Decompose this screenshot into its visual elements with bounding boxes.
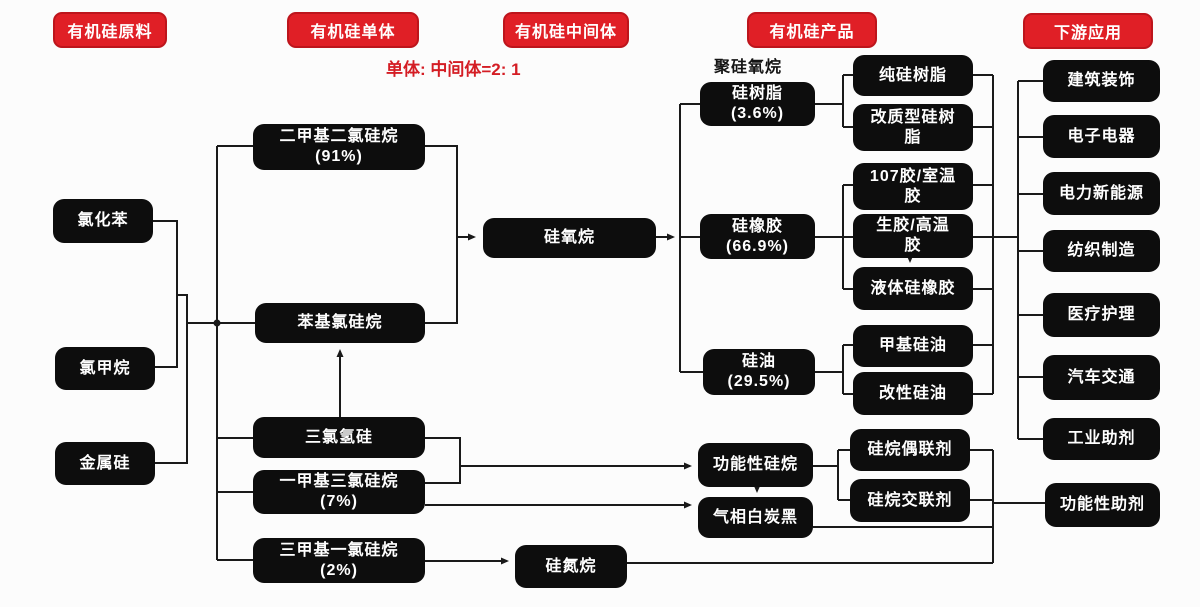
node-trimethyl-chlorosilane: 三甲基一氯硅烷 (2%) [253,538,425,583]
node-chlorobenzene: 氯化苯 [53,199,153,243]
node-electronics: 电子电器 [1043,115,1160,158]
node-functional-silane: 功能性硅烷 [698,443,813,487]
node-phenyl-chlorosilane: 苯基氯硅烷 [255,303,425,343]
node-label: 氯化苯 [77,212,129,229]
node-label: 金属硅 [79,454,131,472]
node-label: (91%) [315,148,363,165]
node-label: 电力新能源 [1058,184,1144,202]
node-label: 硅树脂 [731,85,783,102]
node-silicone-oil: 硅油 (29.5%) [703,349,815,395]
node-label: 功能性硅烷 [712,456,798,473]
node-silazane: 硅氮烷 [515,545,627,588]
node-label: 医疗护理 [1067,306,1136,323]
node-medical-care: 医疗护理 [1043,293,1160,337]
node-label: 苯基氯硅烷 [297,314,383,331]
node-liquid-silicone-rubber: 液体硅橡胶 [853,267,973,310]
header-downstream-applications: 下游应用 [1023,13,1153,49]
node-label: 胶 [904,237,922,254]
node-label: 改性硅油 [878,384,947,402]
node-dimethyl-dichlorosilane: 二甲基二氯硅烷 (91%) [253,124,425,170]
node-silicone-rubber: 硅橡胶 (66.9%) [700,214,815,259]
header-raw-materials: 有机硅原料 [53,12,167,48]
node-siloxane: 硅氧烷 [483,218,656,258]
node-label: 功能性助剂 [1059,496,1145,513]
ratio-note: 单体: 中间体=2: 1 [386,60,521,79]
node-fumed-silica: 气相白炭黑 [698,497,813,538]
node-modified-silicone-resin: 改质型硅树脂 [853,104,973,151]
node-label: 电子电器 [1067,127,1136,145]
node-pure-silicone-resin: 纯硅树脂 [853,55,973,96]
node-label: 一甲基三氯硅烷 [279,473,399,490]
node-label: 建筑装饰 [1067,72,1136,89]
node-label: 硅油 [741,353,776,370]
node-modified-silicone-oil: 改性硅油 [853,372,973,415]
junction-dot [213,319,221,327]
header-intermediates: 有机硅中间体 [503,12,629,48]
node-label: 三氯氢硅 [304,428,373,446]
node-label: 汽车交通 [1067,368,1136,386]
node-label: 气相白炭黑 [712,508,798,526]
node-rtv-107-glue: 107胶/室温胶 [853,163,973,210]
node-silane-crosslinking-agent: 硅烷交联剂 [850,479,970,522]
node-label: (66.9%) [725,237,790,255]
node-industrial-additives: 工业助剂 [1043,418,1160,460]
node-chloromethane: 氯甲烷 [55,347,155,390]
node-label: 纺织制造 [1067,242,1136,259]
node-label: 胶 [904,187,922,205]
node-label: 改质型硅树 [870,108,956,126]
node-label: (7%) [320,493,358,510]
node-label: 硅氮烷 [545,557,597,575]
node-functional-additives: 功能性助剂 [1045,483,1160,527]
header-monomers: 有机硅单体 [287,12,419,48]
node-label: (3.6%) [730,105,785,122]
node-label: 氯甲烷 [79,359,131,377]
node-construction-decoration: 建筑装饰 [1043,60,1160,102]
node-label: 液体硅橡胶 [870,279,956,297]
node-label: 三甲基一氯硅烷 [279,541,399,559]
node-label: 硅烷交联剂 [867,491,953,509]
node-label: 甲基硅油 [878,337,947,354]
header-products: 有机硅产品 [747,12,877,48]
node-textile-manufacturing: 纺织制造 [1043,230,1160,272]
node-trichlorosilane: 三氯氢硅 [253,417,425,458]
node-label: 二甲基二氯硅烷 [279,128,399,145]
node-raw-high-temp-glue: 生胶/高温胶 [853,214,973,258]
node-label: 生胶/高温 [876,217,950,234]
node-methyl-trichlorosilane: 一甲基三氯硅烷 (7%) [253,470,425,514]
node-label: 107胶/室温 [869,167,957,185]
node-power-new-energy: 电力新能源 [1043,172,1160,215]
node-label: 工业助剂 [1067,430,1136,447]
node-label: 脂 [904,128,922,146]
node-automotive-transport: 汽车交通 [1043,355,1160,400]
node-silicone-resin: 硅树脂 (3.6%) [700,82,815,126]
node-label: 纯硅树脂 [878,66,947,84]
node-label: 硅橡胶 [731,217,783,235]
node-silicon-metal: 金属硅 [55,442,155,485]
node-label: 硅氧烷 [543,229,595,246]
node-silane-coupling-agent: 硅烷偶联剂 [850,429,970,471]
polysiloxane-label: 聚硅氧烷 [714,59,783,76]
node-methyl-silicone-oil: 甲基硅油 [853,325,973,367]
node-label: (2%) [320,561,358,579]
node-label: (29.5%) [727,373,791,390]
node-label: 硅烷偶联剂 [867,441,953,458]
